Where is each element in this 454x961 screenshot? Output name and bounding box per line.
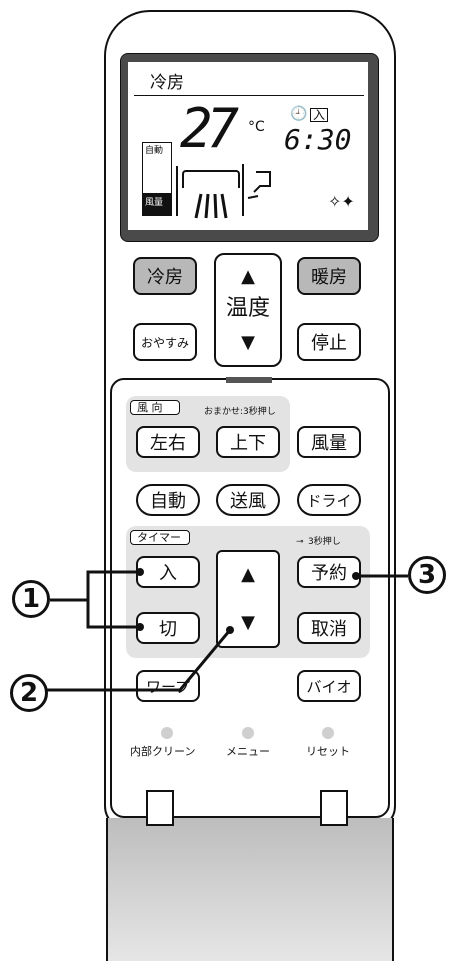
heat-button[interactable]: 暖房 — [297, 257, 361, 295]
lock-icon: ⊸ — [296, 537, 304, 547]
stop-button[interactable]: 停止 — [297, 323, 361, 361]
sparkle-icon: ✧✦ — [328, 192, 355, 211]
reserve-button[interactable]: 予約 — [297, 556, 361, 588]
cancel-button[interactable]: 取消 — [297, 612, 361, 644]
hinge-right — [320, 790, 348, 826]
auto-button[interactable]: 自動 — [136, 484, 200, 516]
lcd-separator — [176, 166, 178, 216]
temp-up-arrow[interactable]: ▲ — [241, 266, 255, 287]
lcd-separator-2 — [242, 164, 244, 216]
menu-button[interactable] — [242, 727, 254, 739]
aircon-unit-icon — [182, 170, 240, 188]
cool-button[interactable]: 冷房 — [133, 257, 197, 295]
lcd-fan-label: 風量 — [145, 198, 164, 208]
temp-down-arrow[interactable]: ▼ — [241, 332, 255, 353]
bio-button[interactable]: バイオ — [297, 670, 361, 702]
lcd-fan-bar: 自動 風量 — [142, 142, 172, 216]
temperature-button[interactable]: ▲ 温度 ▼ — [214, 253, 282, 367]
left-right-button[interactable]: 左右 — [136, 426, 200, 458]
internal-clean-button[interactable] — [161, 727, 173, 739]
fan-button[interactable]: 風量 — [297, 426, 361, 458]
lcd-time: 6:30 — [284, 123, 352, 156]
direction-note: おまかせ:3秒押し — [204, 407, 276, 417]
timer-up-arrow[interactable]: ▲ — [241, 564, 255, 585]
lock-note: 3秒押し — [308, 537, 341, 547]
lcd-divider — [134, 95, 364, 96]
direction-tag: 風 向 — [130, 400, 180, 415]
clock-icon: 🕘 — [290, 106, 308, 122]
callout-1: 1 — [12, 580, 50, 618]
lcd-temp-unit: °C — [248, 119, 265, 135]
lcd-mode: 冷房 — [150, 73, 184, 93]
temp-label: 温度 — [225, 296, 270, 321]
timer-tag: タイマー — [130, 530, 190, 545]
sleep-button[interactable]: おやすみ — [133, 323, 197, 361]
up-down-button[interactable]: 上下 — [216, 426, 280, 458]
slide-cover — [106, 818, 394, 961]
timer-on-button[interactable]: 入 — [136, 556, 200, 588]
airflow-icon — [184, 170, 238, 220]
cover-notch — [226, 377, 272, 383]
reset-button[interactable] — [322, 727, 334, 739]
callout-2: 2 — [10, 674, 48, 712]
louver-icon — [246, 168, 276, 202]
lcd-display: 冷房 27 °C 🕘 入 6:30 自動 風量 ✧✦ — [128, 62, 368, 230]
lcd-auto-label: 自動 — [145, 146, 164, 156]
dry-button[interactable]: ドライ — [297, 484, 361, 516]
lcd-fan-fill — [143, 193, 171, 215]
hinge-left — [146, 790, 174, 826]
menu-label: メニュー — [226, 745, 270, 758]
internal-clean-label: 内部クリーン — [130, 745, 196, 758]
lcd-timer-label: 入 — [310, 108, 329, 122]
reset-label: リセット — [306, 745, 350, 758]
lcd-temperature: 27 — [180, 97, 239, 160]
timer-off-button[interactable]: 切 — [136, 612, 200, 644]
timer-down-arrow[interactable]: ▼ — [241, 612, 255, 633]
callout-3: 3 — [408, 556, 446, 594]
send-wind-button[interactable]: 送風 — [216, 484, 280, 516]
